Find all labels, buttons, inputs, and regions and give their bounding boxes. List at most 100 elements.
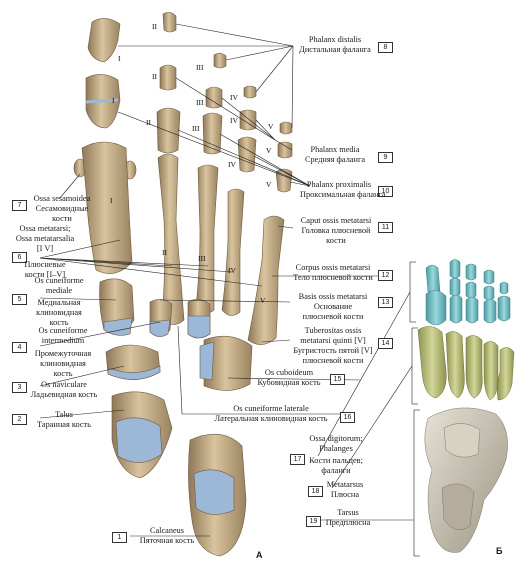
label-latin: Phalanx proximalis: [306, 180, 372, 189]
label-latin: Os cuneiforme: [38, 326, 88, 335]
phalanges-toe-2: [156, 12, 181, 154]
roman-numeral-i: I: [110, 196, 113, 205]
label-latin: Os cuneiforme laterale: [233, 404, 309, 413]
label-calcaneus: Calcaneus Пяточная кость: [128, 526, 206, 546]
label-latin: Caput ossis metatarsi: [300, 216, 372, 225]
panel-b-metatarsus: [417, 326, 515, 401]
roman-numeral-iii: III: [196, 98, 204, 107]
label-latin: Metatarsus: [326, 480, 364, 489]
label-tuberositas-metatarsi-quinti: Tuberositas ossis metatarsi quinti [V] Б…: [290, 326, 376, 366]
label-latin: [I V]: [36, 244, 54, 253]
roman-numeral-ii: II: [152, 22, 157, 31]
label-latin: Os naviculare: [41, 380, 87, 389]
label-number: 10: [378, 186, 393, 197]
label-russian: кости: [52, 214, 72, 223]
label-corpus-ossis-metatarsi: Corpus ossis metatarsi Тело плюсневой ко…: [290, 263, 376, 283]
label-latin: mediale: [45, 286, 73, 295]
label-os-cuneiforme-mediale: Os cuneiforme mediale Медиальная клинови…: [24, 276, 94, 328]
label-number: 8: [378, 42, 393, 53]
label-number: 16: [340, 412, 355, 423]
label-talus: Talus Таранная кость: [24, 410, 104, 430]
label-russian: кости [I–V]: [24, 270, 66, 279]
label-russian: Тело плюсневой кости: [293, 273, 373, 282]
label-number: 9: [378, 152, 393, 163]
label-latin: Ossa metatarsalia: [15, 234, 75, 243]
roman-numeral-ii: II: [162, 248, 167, 257]
label-latin: Talus: [55, 410, 73, 419]
label-basis-ossis-metatarsi: Basis ossis metatarsi Основание плюснево…: [290, 292, 376, 322]
roman-numeral-iii: III: [196, 63, 204, 72]
label-latin: Os cuboideum: [264, 368, 314, 377]
label-tarsus: Tarsus Предплюсна: [318, 508, 378, 528]
label-latin: Phalanges: [319, 444, 353, 453]
roman-numeral-v: V: [266, 146, 272, 155]
label-metatarsus: Metatarsus Плюсна: [320, 480, 370, 500]
label-os-cuboideum: Os cuboideum Кубовидная кость: [250, 368, 328, 388]
roman-numeral-iv: IV: [228, 266, 236, 275]
label-number: 14: [378, 338, 393, 349]
label-latin: intermedium: [41, 336, 85, 345]
label-russian: Проксимальная фаланга: [300, 190, 386, 199]
phalanges-toe-5: [275, 121, 293, 193]
label-russian: фаланги: [321, 466, 351, 475]
label-russian: плюсневой кости: [302, 312, 364, 321]
panel-label-b: Б: [496, 546, 503, 556]
roman-numeral-v: V: [268, 122, 274, 131]
label-russian: Пяточная кость: [139, 536, 195, 545]
phalanges-toe-4: [237, 85, 257, 173]
phalanges-toe-3: [202, 52, 227, 155]
label-russian: Ладьевидная кость: [30, 390, 98, 399]
label-number: 7: [12, 200, 27, 211]
label-os-cuneiforme-intermedium: Os cuneiforme intermedium Промежуточная …: [24, 326, 102, 379]
label-russian: Бугристость пятой [V]: [293, 346, 373, 355]
label-russian: кость: [49, 318, 69, 327]
label-ossa-sesamoidea: Ossa sesamoidea Сесамовидные кости: [28, 194, 96, 224]
label-number: 3: [12, 382, 27, 393]
label-ossa-metatarsi: Ossa metatarsi; Ossa metatarsalia [I V] …: [0, 224, 90, 280]
panel-label-a: А: [256, 550, 263, 560]
label-latin: Phalanx media: [310, 145, 360, 154]
label-number: 15: [330, 374, 345, 385]
label-number: 6: [12, 252, 27, 263]
label-russian: Таранная кость: [37, 420, 91, 429]
label-number: 19: [306, 516, 321, 527]
label-russian: Промежуточная: [34, 349, 92, 358]
label-number: 5: [12, 294, 27, 305]
label-number: 12: [378, 270, 393, 281]
roman-numeral-iv: IV: [230, 116, 238, 125]
label-latin: Calcaneus: [149, 526, 185, 535]
label-caput-ossis-metatarsi: Caput ossis metatarsi Головка плюсневой …: [296, 216, 376, 246]
roman-numeral-iii: III: [198, 254, 206, 263]
label-russian: Основание: [313, 302, 353, 311]
label-number: 17: [290, 454, 305, 465]
label-number: 18: [308, 486, 323, 497]
label-russian: Медиальная: [37, 298, 81, 307]
phalanges-toe-1: [85, 18, 121, 129]
label-russian: Кости пальцев;: [309, 456, 363, 465]
roman-numeral-iv: IV: [230, 93, 238, 102]
roman-numeral-iv: IV: [228, 160, 236, 169]
label-russian: кости: [326, 236, 346, 245]
label-phalanx-media: Phalanx media Средняя фаланга: [294, 145, 376, 165]
label-russian: Предплюсна: [325, 518, 371, 527]
label-russian: клиновидная: [36, 308, 82, 317]
roman-numeral-ii: II: [152, 72, 157, 81]
label-latin: Ossa metatarsi;: [19, 224, 71, 233]
metatarsals: [81, 141, 285, 345]
label-latin: Tarsus: [337, 508, 359, 517]
label-number: 1: [112, 532, 127, 543]
roman-numeral-ii: II: [146, 118, 151, 127]
leader-lines: [39, 23, 420, 557]
label-latin: Tuberositas ossis: [304, 326, 362, 335]
label-number: 4: [12, 342, 27, 353]
label-russian: Плюсневые: [24, 260, 66, 269]
label-latin: metatarsi quinti [V]: [300, 336, 366, 345]
label-number: 2: [12, 414, 27, 425]
label-latin: Os cuneiforme: [34, 276, 84, 285]
label-phalanx-distalis: Phalanx distalis Дистальная фаланга: [294, 35, 376, 55]
label-russian: Плюсна: [330, 490, 360, 499]
label-os-naviculare: Os naviculare Ладьевидная кость: [24, 380, 104, 400]
label-os-cuneiforme-laterale: Os cuneiforme laterale Латеральная клино…: [204, 404, 338, 424]
